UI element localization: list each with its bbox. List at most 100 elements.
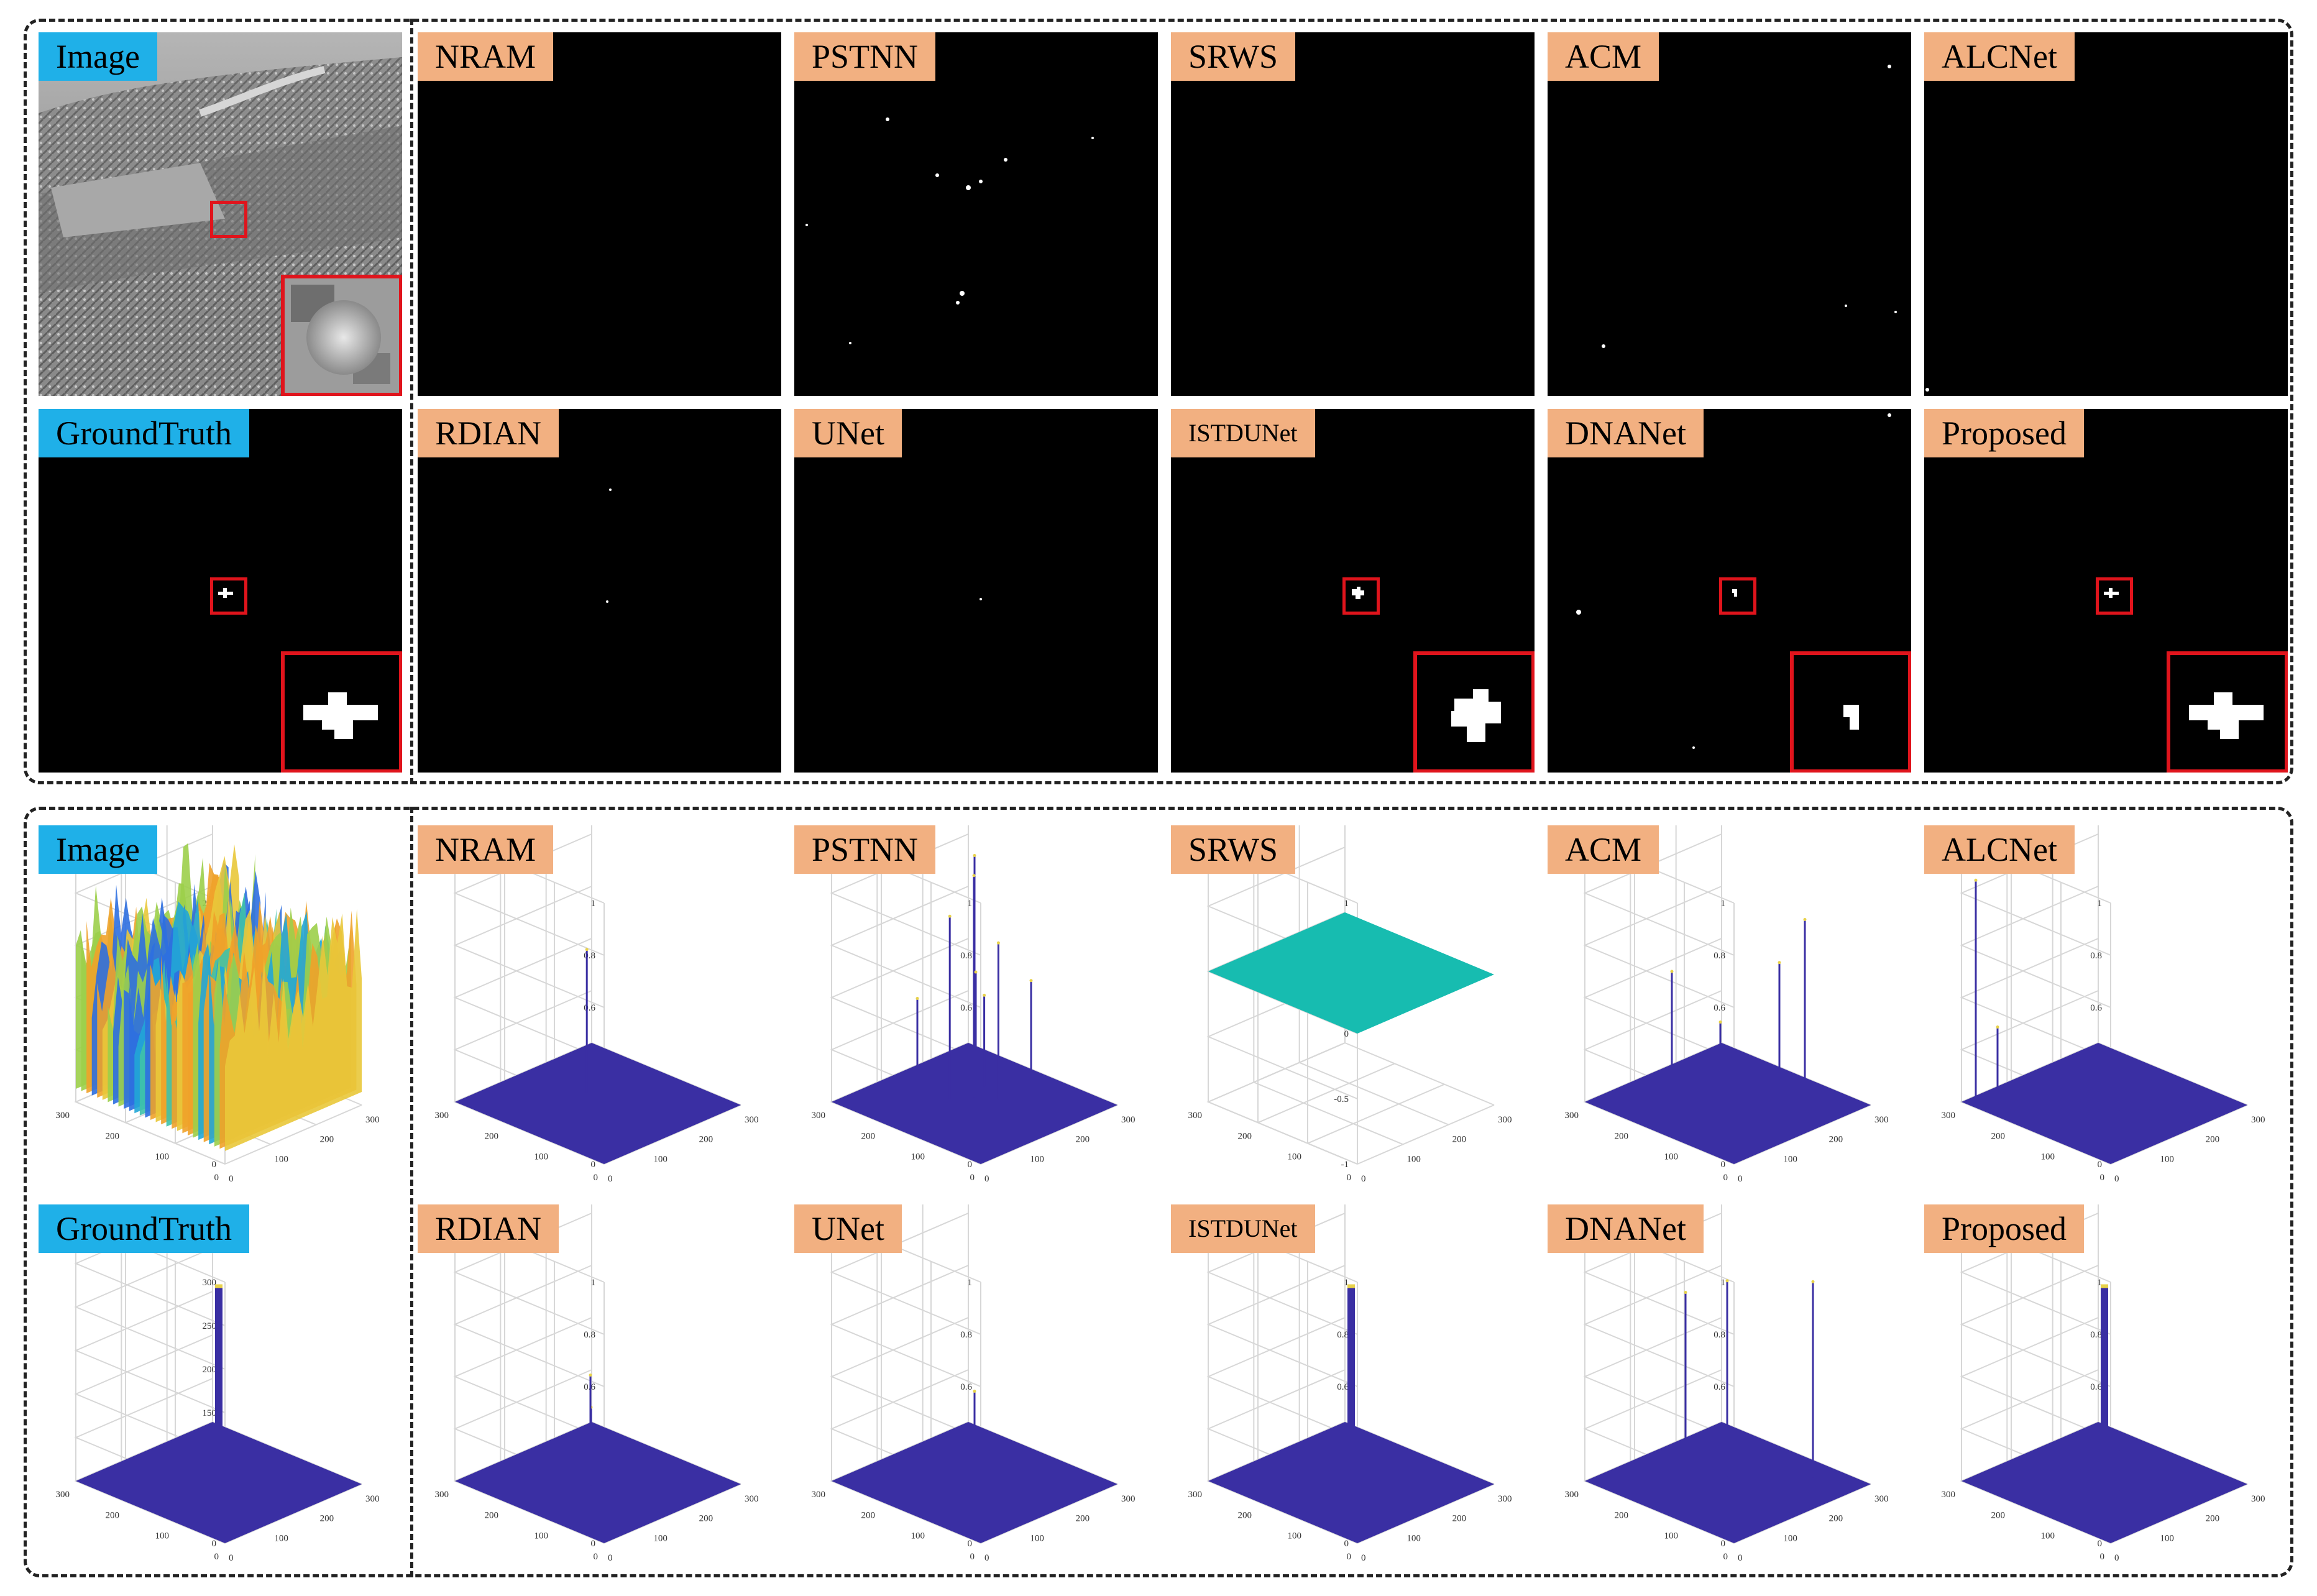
x-tick-label: 200 — [1076, 1135, 1090, 1145]
target-mask-small — [218, 588, 233, 598]
y-tick-label: 0 — [594, 1552, 599, 1562]
z-tick-label: 0.6 — [2090, 1003, 2102, 1013]
pillar-top — [1347, 1284, 1355, 1288]
x-tick-label: 100 — [1406, 1154, 1421, 1164]
label-method: Proposed — [1924, 409, 2084, 457]
z-tick-label: 0.6 — [584, 1003, 595, 1013]
spike-tip — [1778, 961, 1781, 965]
x-tick-label: 200 — [1829, 1135, 1843, 1145]
label-method: NRAM — [418, 32, 554, 81]
x-tick-label: 300 — [1874, 1115, 1889, 1125]
false-alarm-dots — [805, 117, 1094, 344]
plot-label: NRAM — [418, 825, 554, 874]
image-surface — [76, 843, 362, 1151]
y-tick-label: 100 — [911, 1152, 925, 1162]
y-tick-label: 200 — [1615, 1131, 1629, 1141]
spike-tip — [983, 993, 986, 997]
z-tick-label: 0 — [212, 1160, 217, 1170]
surface-plane — [1585, 1043, 1871, 1164]
spike-tip — [948, 914, 952, 918]
y-tick-label: 300 — [812, 1111, 826, 1121]
surface-plot: 05010015020025030001002003000100200300 — [56, 1204, 380, 1563]
plot-label: GroundTruth — [39, 1204, 250, 1253]
y-tick-label: 0 — [2100, 1552, 2105, 1562]
label-image: Image — [39, 32, 157, 81]
x-tick-label: 0 — [2114, 1174, 2119, 1184]
bottom-section-divider — [410, 807, 413, 1577]
y-tick-label: 300 — [1942, 1111, 1956, 1121]
z-tick-label: 1 — [2098, 899, 2103, 909]
y-tick-label: 300 — [435, 1111, 449, 1121]
z-tick-label: -0.5 — [1334, 1094, 1349, 1104]
z-tick-label: 0.8 — [2090, 951, 2102, 961]
z-tick-label: 0 — [1721, 1539, 1726, 1549]
x-tick-label: 200 — [320, 1514, 334, 1524]
z-tick-label: 0 — [591, 1160, 596, 1170]
x-tick-label: 200 — [2206, 1135, 2220, 1145]
surface-tile-srws: -1-0.500.5101002003000100200300SRWS — [1171, 825, 1535, 1189]
z-tick-label: 0.8 — [1714, 1330, 1725, 1340]
spike-tip — [973, 1390, 976, 1393]
x-tick-label: 300 — [365, 1494, 380, 1504]
y-tick-label: 100 — [155, 1152, 170, 1162]
x-tick-label: 100 — [653, 1533, 668, 1543]
result-tile-proposed: Proposed — [1924, 409, 2288, 773]
y-tick-label: 200 — [1991, 1131, 2006, 1141]
target-mask-small — [2104, 588, 2119, 598]
spike-tip — [973, 854, 976, 857]
z-tick-label: 0.6 — [960, 1382, 972, 1392]
y-tick-label: 0 — [1723, 1552, 1728, 1562]
x-tick-label: 200 — [1452, 1135, 1467, 1145]
z-tick-label: 250 — [203, 1321, 217, 1331]
result-tile-acm: ACM — [1548, 32, 1911, 396]
y-tick-label: 100 — [1288, 1152, 1302, 1162]
zoom-inset — [2167, 651, 2288, 773]
pillar-top — [2101, 1284, 2108, 1288]
y-tick-label: 0 — [1347, 1552, 1352, 1562]
result-tile-dnanet: DNANet — [1548, 409, 1911, 773]
y-tick-label: 200 — [1238, 1510, 1252, 1520]
y-tick-label: 300 — [1188, 1490, 1203, 1500]
z-tick-label: 1 — [591, 1278, 596, 1288]
y-tick-label: 300 — [1565, 1490, 1579, 1500]
z-tick-label: 0.8 — [584, 1330, 595, 1340]
target-mask-small — [1732, 589, 1737, 597]
x-tick-label: 200 — [2206, 1514, 2220, 1524]
z-tick-label: 0.6 — [1337, 1382, 1349, 1392]
x-tick-label: 100 — [2160, 1154, 2174, 1164]
zoom-inset — [281, 651, 402, 773]
x-tick-label: 100 — [1030, 1154, 1044, 1164]
target-mask-zoom — [1451, 689, 1501, 742]
y-tick-label: 200 — [485, 1510, 499, 1520]
x-tick-label: 0 — [1738, 1174, 1743, 1184]
y-tick-label: 200 — [861, 1131, 876, 1141]
z-tick-label: 0 — [212, 1539, 217, 1549]
z-tick-label: 1 — [1721, 1278, 1726, 1288]
x-tick-label: 100 — [1030, 1533, 1044, 1543]
z-tick-label: 0.6 — [960, 1003, 972, 1013]
surface-tile-ground-truth: 05010015020025030001002003000100200300Gr… — [39, 1204, 402, 1568]
surface-pillar — [2101, 1286, 2108, 1483]
x-tick-label: 100 — [653, 1154, 668, 1164]
spike-tip — [1670, 970, 1674, 973]
spike-tip — [1718, 1020, 1722, 1024]
z-tick-label: -1 — [1341, 1160, 1349, 1170]
surface-plane — [455, 1043, 741, 1164]
z-tick-label: 150 — [203, 1408, 217, 1418]
z-tick-label: 1 — [2098, 1278, 2103, 1288]
surface-plane — [1585, 1422, 1871, 1543]
plot-label: ISTDUNet — [1171, 1204, 1315, 1253]
label-method: ISTDUNet — [1171, 409, 1315, 457]
detection-results-section — [24, 19, 2293, 784]
result-tile-alcnet: ALCNet — [1924, 32, 2288, 396]
x-tick-label: 100 — [1783, 1533, 1797, 1543]
ground-truth-tile: GroundTruth — [39, 409, 402, 773]
x-tick-label: 300 — [2251, 1115, 2265, 1125]
top-section-divider — [410, 19, 413, 784]
